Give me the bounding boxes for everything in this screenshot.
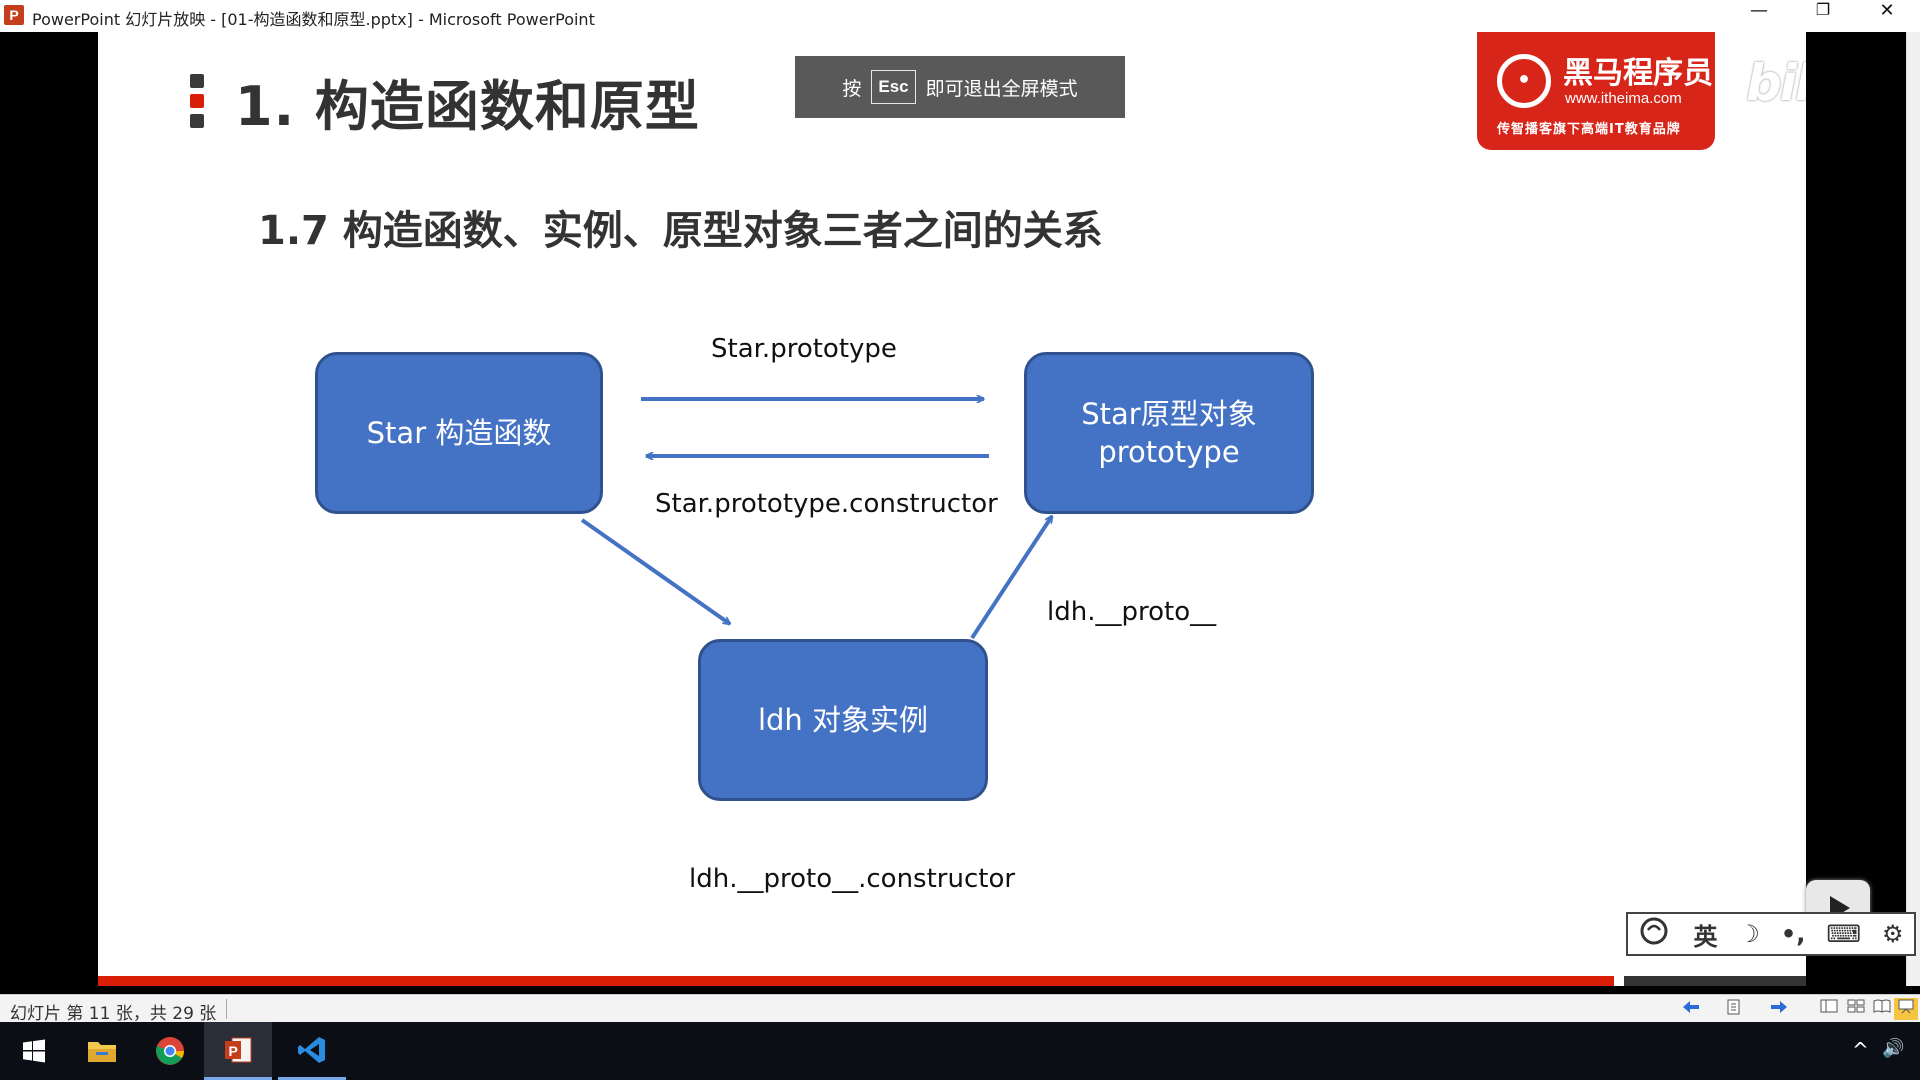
moon-icon[interactable]: ☽ [1738,920,1760,948]
slide-footer-dark-band [1624,976,1806,986]
slide-subtitle: 1.7 构造函数、实例、原型对象三者之间的关系 [258,208,1103,254]
logo-tagline: 传智播客旗下高端IT教育品牌 [1497,122,1681,137]
label-ldh-proto-constructor: ldh.__proto__.constructor [689,864,1016,894]
restore-button[interactable]: ❐ [1815,0,1831,19]
settings-gear-icon[interactable]: ⚙ [1881,920,1904,948]
reading-view-icon[interactable] [1871,998,1893,1020]
node-ldh-instance: ldh 对象实例 [698,639,988,801]
title-bullet-dark [190,114,204,128]
next-slide-icon[interactable] [1768,998,1790,1020]
status-divider [226,999,227,1019]
esc-key-icon: Esc [871,70,916,104]
title-bullet-red [190,94,204,108]
close-button[interactable]: ✕ [1879,0,1895,21]
ime-toolbar[interactable]: 英 ☽ •, ⌨ ⚙ [1626,912,1916,956]
node-star-constructor: Star 构造函数 [315,352,603,514]
slide-canvas[interactable]: 1. 构造函数和原型 按 Esc 即可退出全屏模式 • 黑马程序员 www.it… [98,32,1806,986]
itheima-logo: • 黑马程序员 www.itheima.com 传智播客旗下高端IT教育品牌 [1477,32,1715,150]
normal-view-icon[interactable] [1818,998,1840,1020]
slide-footer-band [98,976,1614,986]
arrow-instance-to-prototype [970,516,1054,640]
slide-sorter-view-icon[interactable] [1845,998,1867,1020]
ime-logo-icon[interactable] [1638,916,1672,952]
minimize-button[interactable]: — [1750,0,1768,21]
start-icon[interactable] [0,1022,68,1080]
node-prototype-line2: prototype [1098,435,1240,469]
volume-icon[interactable]: 🔊 [1882,1038,1905,1059]
title-bullet-dark [190,74,204,88]
status-bar: 幻灯片 第 11 张，共 29 张 [0,994,1920,1024]
esc-exit-banner: 按 Esc 即可退出全屏模式 [795,56,1125,118]
logo-mark-icon: • [1497,54,1551,108]
esc-banner-prefix: 按 [842,77,862,100]
diagram-arrows [580,32,1054,640]
punctuation-icon[interactable]: •, [1780,920,1806,948]
node-star-prototype: Star原型对象 prototype [1024,352,1314,514]
powerpoint-app-icon[interactable]: P [4,5,24,25]
label-ldh-proto: ldh.__proto__ [1047,597,1217,627]
powerpoint-icon[interactable]: P [204,1022,272,1080]
window-title-bar: P PowerPoint 幻灯片放映 - [01-构造函数和原型.pptx] -… [0,0,1920,32]
slide-title: 1. 构造函数和原型 [235,75,700,138]
previous-slide-icon[interactable] [1680,998,1702,1020]
esc-banner-suffix: 即可退出全屏模式 [925,77,1078,100]
vertical-scrollbar[interactable] [1906,32,1920,986]
slideshow-view-icon[interactable] [1894,998,1918,1020]
arrow-constructor-to-instance [580,518,730,626]
svg-text:P: P [229,1043,238,1059]
bilibili-watermark: bilibili [1746,54,1806,112]
slide-counter: 幻灯片 第 11 张，共 29 张 [10,1004,217,1024]
file-explorer-icon[interactable] [68,1022,136,1080]
windows-taskbar: P ^ 🔊 [0,1022,1920,1080]
chrome-icon[interactable] [136,1022,204,1080]
label-star-prototype-constructor: Star.prototype.constructor [655,489,998,519]
keyboard-icon[interactable]: ⌨ [1826,920,1861,948]
logo-brand-name: 黑马程序员 [1563,56,1713,91]
window-title: PowerPoint 幻灯片放映 - [01-构造函数和原型.pptx] - M… [32,10,595,29]
vscode-icon[interactable] [278,1022,346,1080]
tray-chevron-icon[interactable]: ^ [1852,1038,1869,1062]
node-prototype-line1: Star原型对象 [1081,397,1257,431]
slide-menu-icon[interactable] [1724,998,1746,1020]
logo-url: www.itheima.com [1565,90,1682,107]
label-star-prototype: Star.prototype [711,334,897,364]
ime-language-toggle[interactable]: 英 [1693,922,1718,951]
